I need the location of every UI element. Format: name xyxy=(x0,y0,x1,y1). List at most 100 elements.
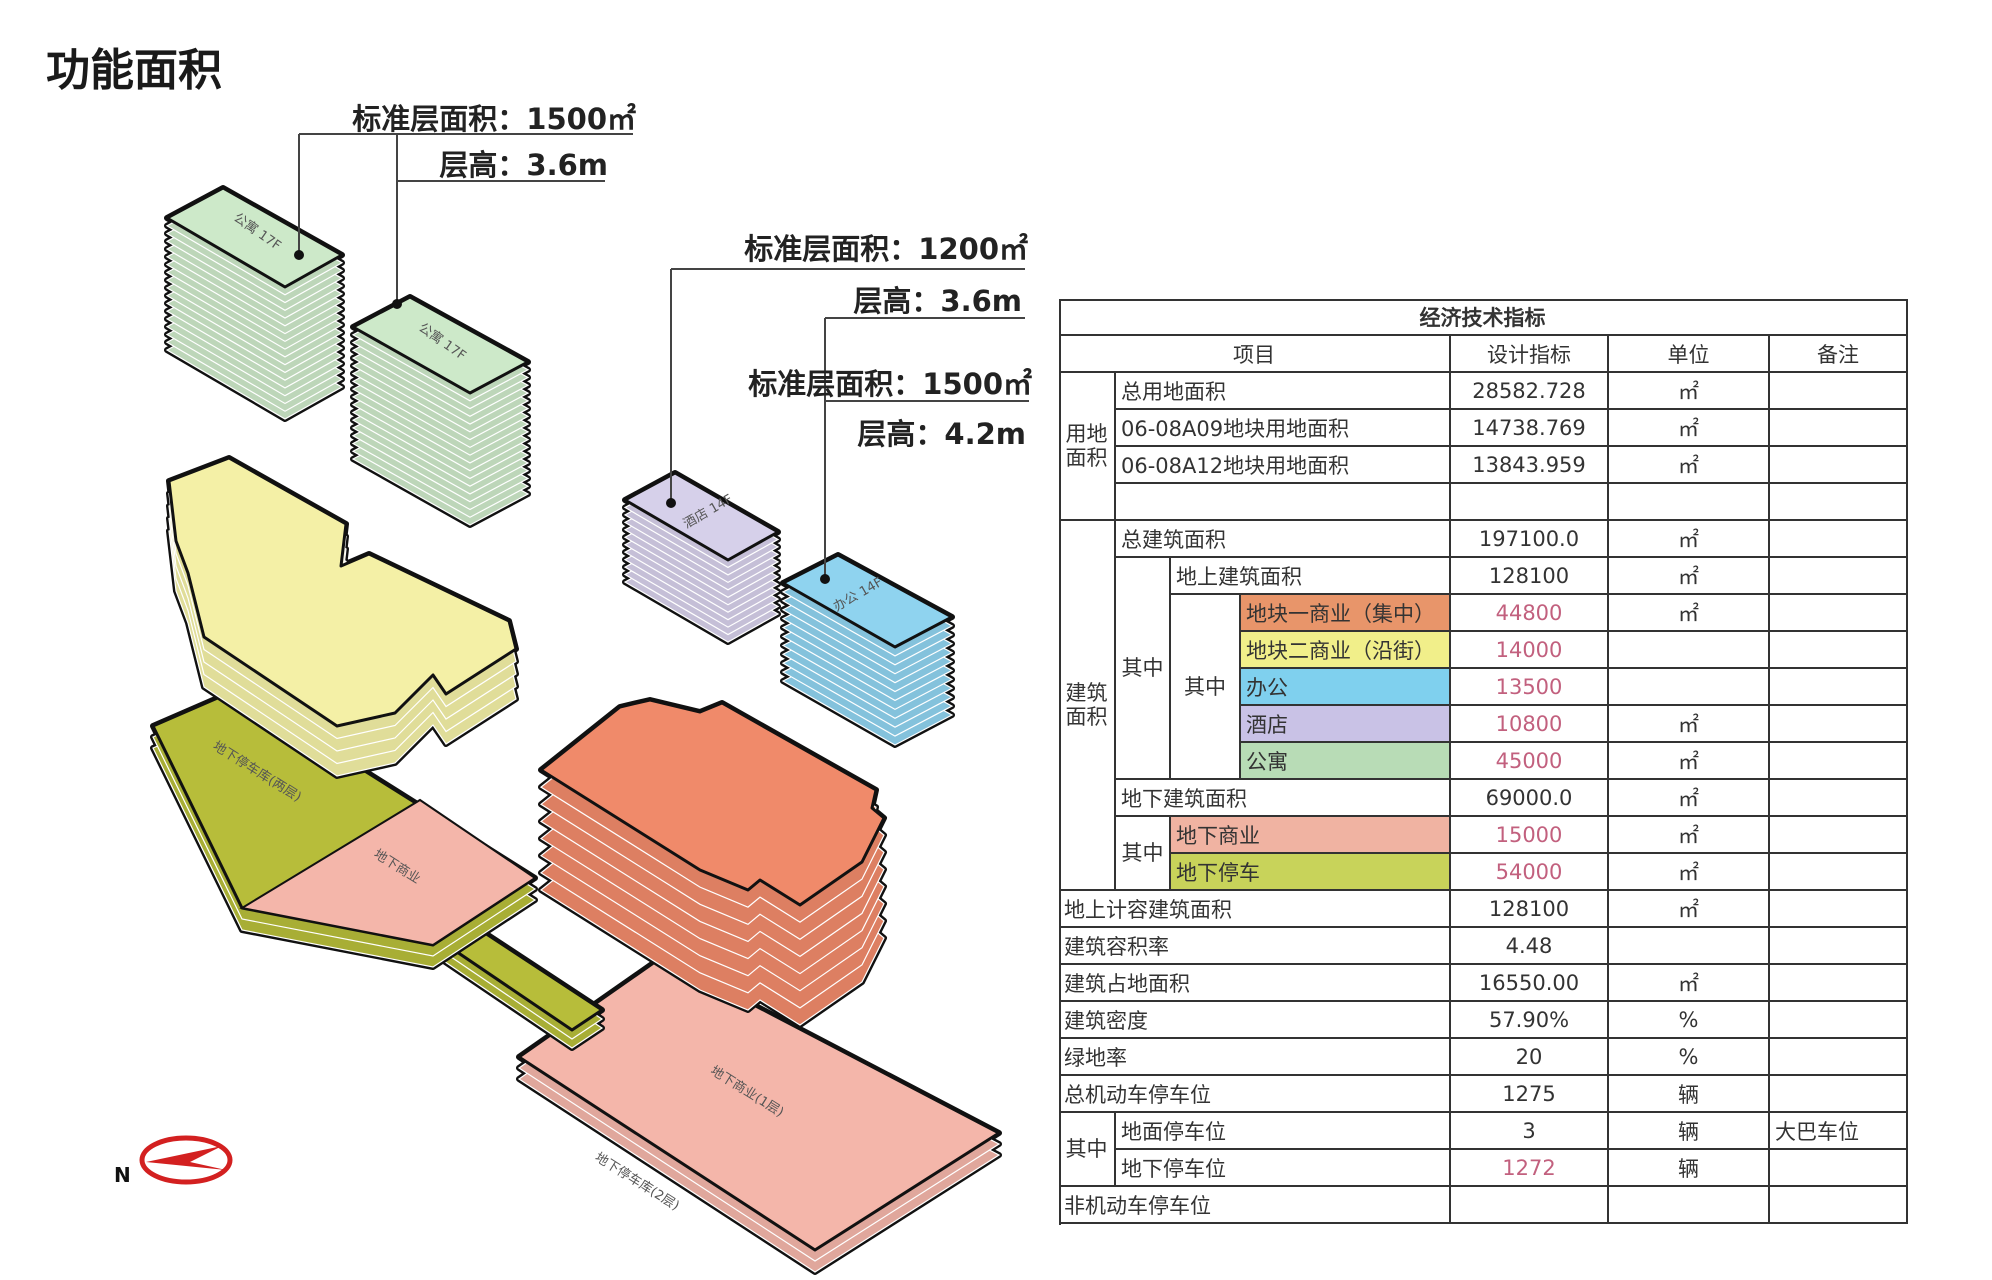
table-row-note xyxy=(1770,817,1908,854)
table-row-note: 大巴车位 xyxy=(1770,1113,1908,1150)
table-row-unit xyxy=(1609,928,1770,965)
annotation-office-height: 层高：4.2m xyxy=(857,417,1026,451)
table-row-value: 69000.0 xyxy=(1451,780,1609,817)
table-row-value: 1272 xyxy=(1451,1150,1609,1187)
table-row-unit: ㎡ xyxy=(1609,706,1770,743)
table-row-note xyxy=(1770,780,1908,817)
table-row-value: 57.90% xyxy=(1451,1002,1609,1039)
table-row-item: 地上建筑面积 xyxy=(1171,558,1451,595)
table-row-unit: 辆 xyxy=(1609,1113,1770,1150)
table-row-unit xyxy=(1609,669,1770,706)
table-row-note xyxy=(1770,928,1908,965)
table-row-unit: ㎡ xyxy=(1609,854,1770,891)
table-row-value: 20 xyxy=(1451,1039,1609,1076)
table-row-item: 地块一商业（集中） xyxy=(1241,595,1451,632)
compass-arrow xyxy=(146,1146,226,1170)
page-title: 功能面积 xyxy=(46,45,222,96)
table-row-unit: ㎡ xyxy=(1609,780,1770,817)
header-note: 备注 xyxy=(1770,336,1908,373)
table-row-unit: % xyxy=(1609,1039,1770,1076)
table-row-value: 1275 xyxy=(1451,1076,1609,1113)
hotel-tower xyxy=(622,470,781,645)
group-label: 其中 xyxy=(1116,558,1171,780)
group-label: 建筑面积 xyxy=(1059,521,1116,891)
table-row-item: 绿地率 xyxy=(1059,1039,1451,1076)
office-tower xyxy=(780,552,955,748)
table-row-unit: ㎡ xyxy=(1609,595,1770,632)
table-row-value: 128100 xyxy=(1451,891,1609,928)
table-row-note xyxy=(1770,484,1908,521)
roof xyxy=(351,295,530,395)
table-row-item: 地下停车位 xyxy=(1116,1150,1451,1187)
header-value: 设计指标 xyxy=(1451,336,1609,373)
table-row-note xyxy=(1770,410,1908,447)
table-row-value: 14000 xyxy=(1451,632,1609,669)
compass-north-label: N xyxy=(114,1163,131,1187)
table-row-unit: ㎡ xyxy=(1609,447,1770,484)
table-row-item: 06-08A09地块用地面积 xyxy=(1116,410,1451,447)
table-row-value xyxy=(1451,484,1609,521)
table-row-item: 酒店 xyxy=(1241,706,1451,743)
table-row-item: 建筑密度 xyxy=(1059,1002,1451,1039)
group-label: 用地面积 xyxy=(1059,373,1116,521)
table-row-item: 06-08A12地块用地面积 xyxy=(1116,447,1451,484)
annotation-office-area: 标准层面积：1500㎡ xyxy=(748,367,1032,401)
underground-commercial-upper xyxy=(239,798,537,947)
table-row-unit: ㎡ xyxy=(1609,891,1770,928)
table-row-item: 建筑容积率 xyxy=(1059,928,1451,965)
leader-dot xyxy=(666,498,676,508)
leader-dot xyxy=(294,250,304,260)
table-row-note xyxy=(1770,743,1908,780)
table-row-note xyxy=(1770,1039,1908,1076)
roof xyxy=(517,955,1001,1252)
table-row-unit xyxy=(1609,1187,1770,1224)
group-label: 其中 xyxy=(1171,595,1241,780)
group-label: 其中 xyxy=(1116,817,1171,891)
table-row-item: 总用地面积 xyxy=(1116,373,1451,410)
table-row-value: 13500 xyxy=(1451,669,1609,706)
table-row-note xyxy=(1770,1150,1908,1187)
table-row-unit: ㎡ xyxy=(1609,965,1770,1002)
table-row-item: 地下停车 xyxy=(1171,854,1451,891)
table-row-value: 16550.00 xyxy=(1451,965,1609,1002)
table-row-value: 128100 xyxy=(1451,558,1609,595)
table-row-note xyxy=(1770,706,1908,743)
table-row-note xyxy=(1770,854,1908,891)
roof xyxy=(167,456,518,728)
table-row-value: 10800 xyxy=(1451,706,1609,743)
table-row-item: 地面停车位 xyxy=(1116,1113,1451,1150)
leader-dot xyxy=(392,299,402,309)
table-row-note xyxy=(1770,595,1908,632)
leader-dot xyxy=(820,574,830,584)
table-row-value: 45000 xyxy=(1451,743,1609,780)
table-row-value: 44800 xyxy=(1451,595,1609,632)
table-frame xyxy=(1059,299,1908,1225)
table-row-item: 地下建筑面积 xyxy=(1116,780,1451,817)
table-row-note xyxy=(1770,373,1908,410)
annotation-hotel-area: 标准层面积：1200㎡ xyxy=(744,232,1028,266)
group-label: 其中 xyxy=(1059,1113,1116,1187)
table-row-item: 办公 xyxy=(1241,669,1451,706)
table-row-unit: ㎡ xyxy=(1609,558,1770,595)
table-row-unit: % xyxy=(1609,1002,1770,1039)
table-row-item: 地上计容建筑面积 xyxy=(1059,891,1451,928)
table-row-unit xyxy=(1609,484,1770,521)
table-row-unit: ㎡ xyxy=(1609,817,1770,854)
table-row-note xyxy=(1770,1076,1908,1113)
table-row-value: 3 xyxy=(1451,1113,1609,1150)
table-row-value: 15000 xyxy=(1451,817,1609,854)
table-row-value: 28582.728 xyxy=(1451,373,1609,410)
table-row-unit: 辆 xyxy=(1609,1150,1770,1187)
north-arrow-compass: N xyxy=(114,1135,233,1187)
table-row-item: 地下商业 xyxy=(1171,817,1451,854)
table-row-value: 197100.0 xyxy=(1451,521,1609,558)
table-row-note xyxy=(1770,447,1908,484)
table-row-unit: ㎡ xyxy=(1609,410,1770,447)
commercial-podium xyxy=(166,455,519,779)
table-row-note xyxy=(1770,558,1908,595)
underground-corridor xyxy=(429,915,605,1051)
table-row-unit: ㎡ xyxy=(1609,743,1770,780)
table-row-item xyxy=(1116,484,1451,521)
table-row-value: 13843.959 xyxy=(1451,447,1609,484)
